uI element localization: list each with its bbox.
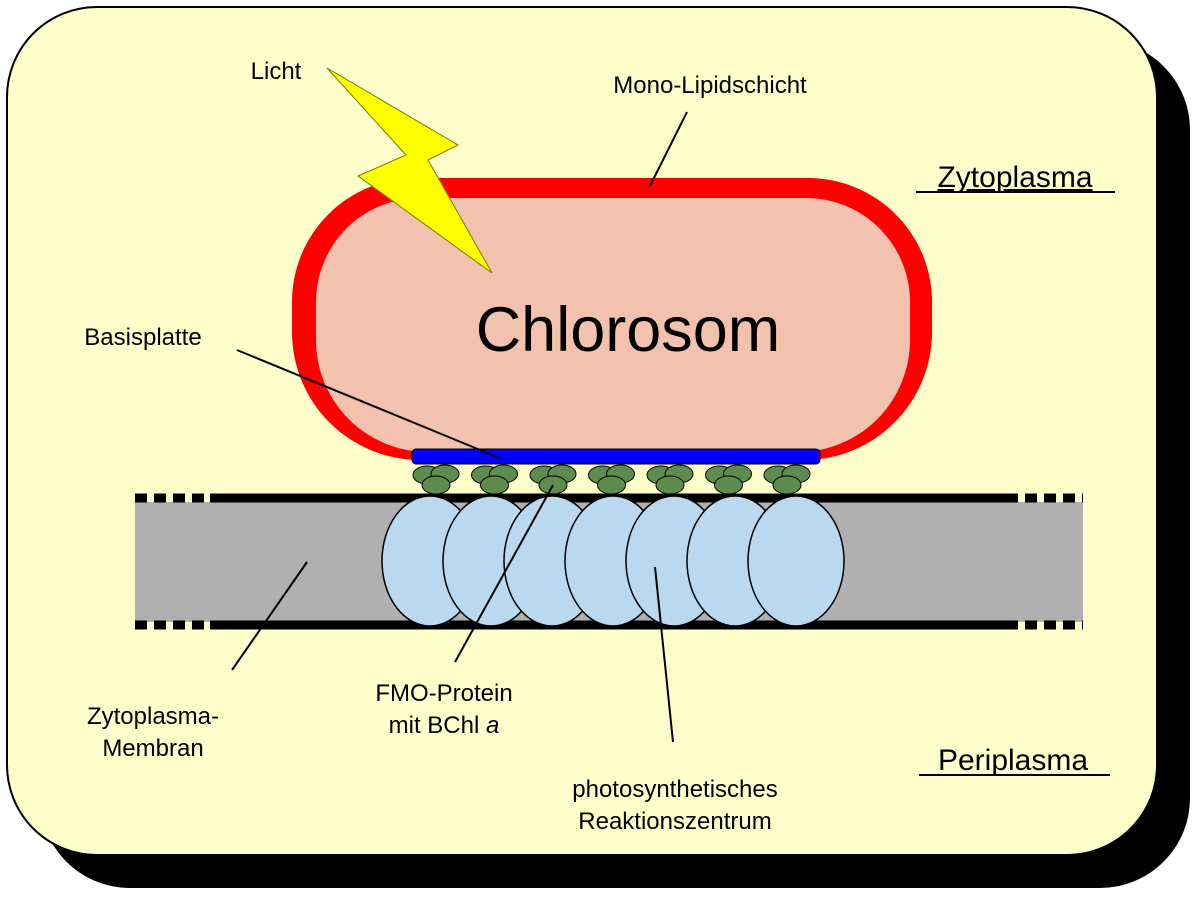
label-rc-line1: photosynthetisches [572, 776, 777, 803]
label-light: Licht [251, 58, 302, 85]
label-fmo-line2: mit BChl a [389, 712, 500, 739]
base-plate [412, 449, 820, 464]
reaction-centers [382, 496, 844, 626]
fmo-subunit [715, 476, 743, 494]
chlorosome-title: Chlorosom [476, 295, 781, 365]
label-fmo-line1: FMO-Protein [375, 680, 512, 707]
label-membrane-line1: Zytoplasma- [87, 703, 219, 730]
label-fmo-line2-prefix: mit BChl [389, 712, 486, 739]
label-fmo-line2-italic: a [486, 712, 499, 739]
fmo-subunit [422, 476, 450, 494]
fmo-subunit [481, 476, 509, 494]
label-periplasm: Periplasma [938, 744, 1088, 777]
label-membrane-line2: Membran [102, 735, 203, 762]
label-mono-lipid: Mono-Lipidschicht [613, 72, 807, 99]
label-rc-line2: Reaktionszentrum [578, 808, 771, 835]
fmo-subunit [773, 476, 801, 494]
label-cytoplasm: Zytoplasma [937, 161, 1092, 194]
label-base-plate: Basisplatte [84, 324, 201, 351]
reaction-center [748, 496, 844, 626]
fmo-subunit [598, 476, 626, 494]
fmo-subunit [656, 476, 684, 494]
